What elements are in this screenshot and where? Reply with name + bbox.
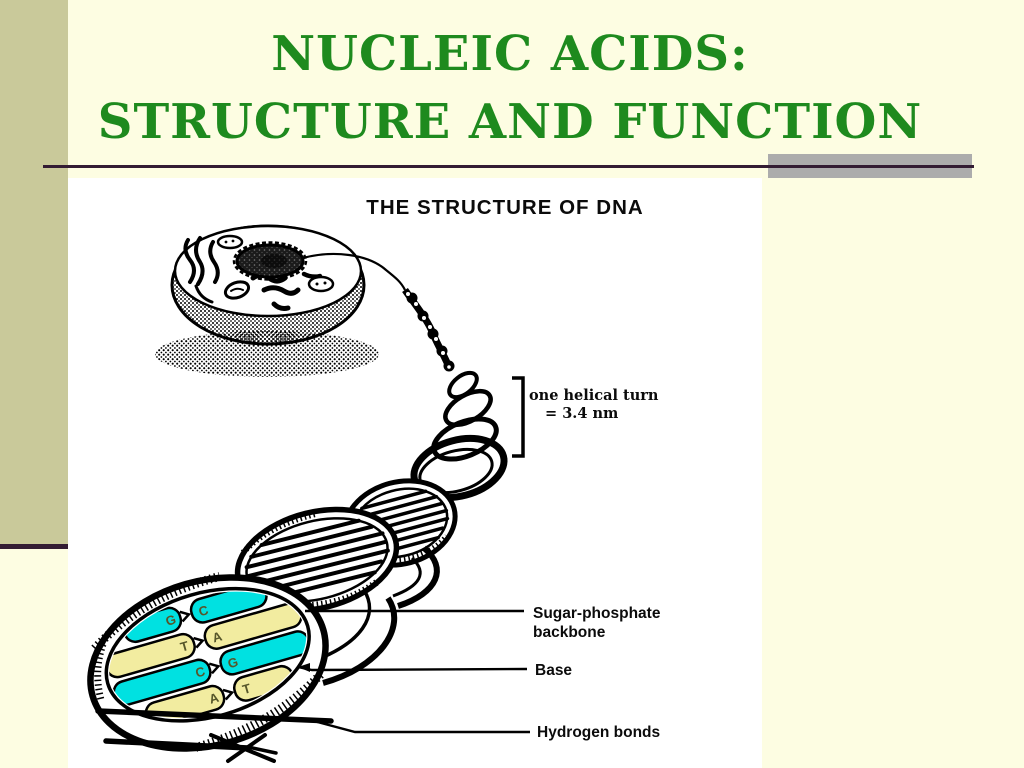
- base-pair-row-2: T A: [104, 602, 303, 679]
- organelle-vesicle: [216, 234, 244, 250]
- slide-title-line1: NUCLEIC ACIDS:: [271, 26, 749, 82]
- backbone-label-line1: Sugar-phosphate: [533, 605, 661, 622]
- ribbon-band-inner: [392, 556, 422, 598]
- figure-title: THE STRUCTURE OF DNA: [366, 196, 643, 219]
- title-divider-line: [43, 165, 974, 168]
- ribbon-band: [397, 545, 440, 609]
- cell-nucleus: [232, 241, 308, 281]
- cell-illustration: [170, 224, 366, 346]
- nucleus-connector-line: [302, 252, 406, 291]
- base-letter: T: [241, 681, 253, 698]
- helical-turn-label-line1: one helical turn: [529, 387, 659, 404]
- base-letter: G: [164, 612, 178, 629]
- ribbon-band-inner: [315, 589, 372, 662]
- sidebar-accent-band: [0, 0, 68, 549]
- cell-organelles: [183, 234, 335, 311]
- figure-annotations: Sugar-phosphate backbone Base Hydrogen b…: [297, 605, 661, 741]
- backbone-label-line2: backbone: [533, 624, 606, 641]
- ribbon-band: [322, 596, 398, 686]
- sidebar-divider-bar: [0, 544, 68, 549]
- dna-figure: THE STRUCTURE OF DNA: [87, 196, 661, 763]
- dna-strand: [302, 252, 508, 502]
- base-leader-arrow: [298, 663, 310, 672]
- organelle-vesicle: [307, 275, 335, 293]
- base-letter: T: [179, 638, 191, 655]
- strand-end-lines: [95, 708, 334, 763]
- slide-title-line2: STRUCTURE AND FUNCTION: [97, 94, 923, 150]
- base-pair-row-3: C G: [112, 630, 311, 707]
- helical-turn-label-line2: = 3.4 nm: [545, 405, 619, 422]
- helical-turn-bracket: [512, 376, 525, 458]
- organelle-mitochondrion: [223, 280, 251, 300]
- base-letter: G: [226, 654, 240, 671]
- base-leader-line: [297, 665, 528, 672]
- cell-shadow: [155, 331, 379, 377]
- dna-figure-panel: THE STRUCTURE OF DNA: [68, 178, 762, 768]
- coil-loops: [431, 370, 499, 462]
- base-label: Base: [535, 662, 572, 679]
- chromatin-beads: [402, 288, 455, 372]
- slide-title: NUCLEIC ACIDS: STRUCTURE AND FUNCTION: [60, 20, 960, 156]
- hydrogen-bonds-leader-line: [309, 718, 530, 734]
- hydrogen-bonds-label: Hydrogen bonds: [537, 724, 660, 741]
